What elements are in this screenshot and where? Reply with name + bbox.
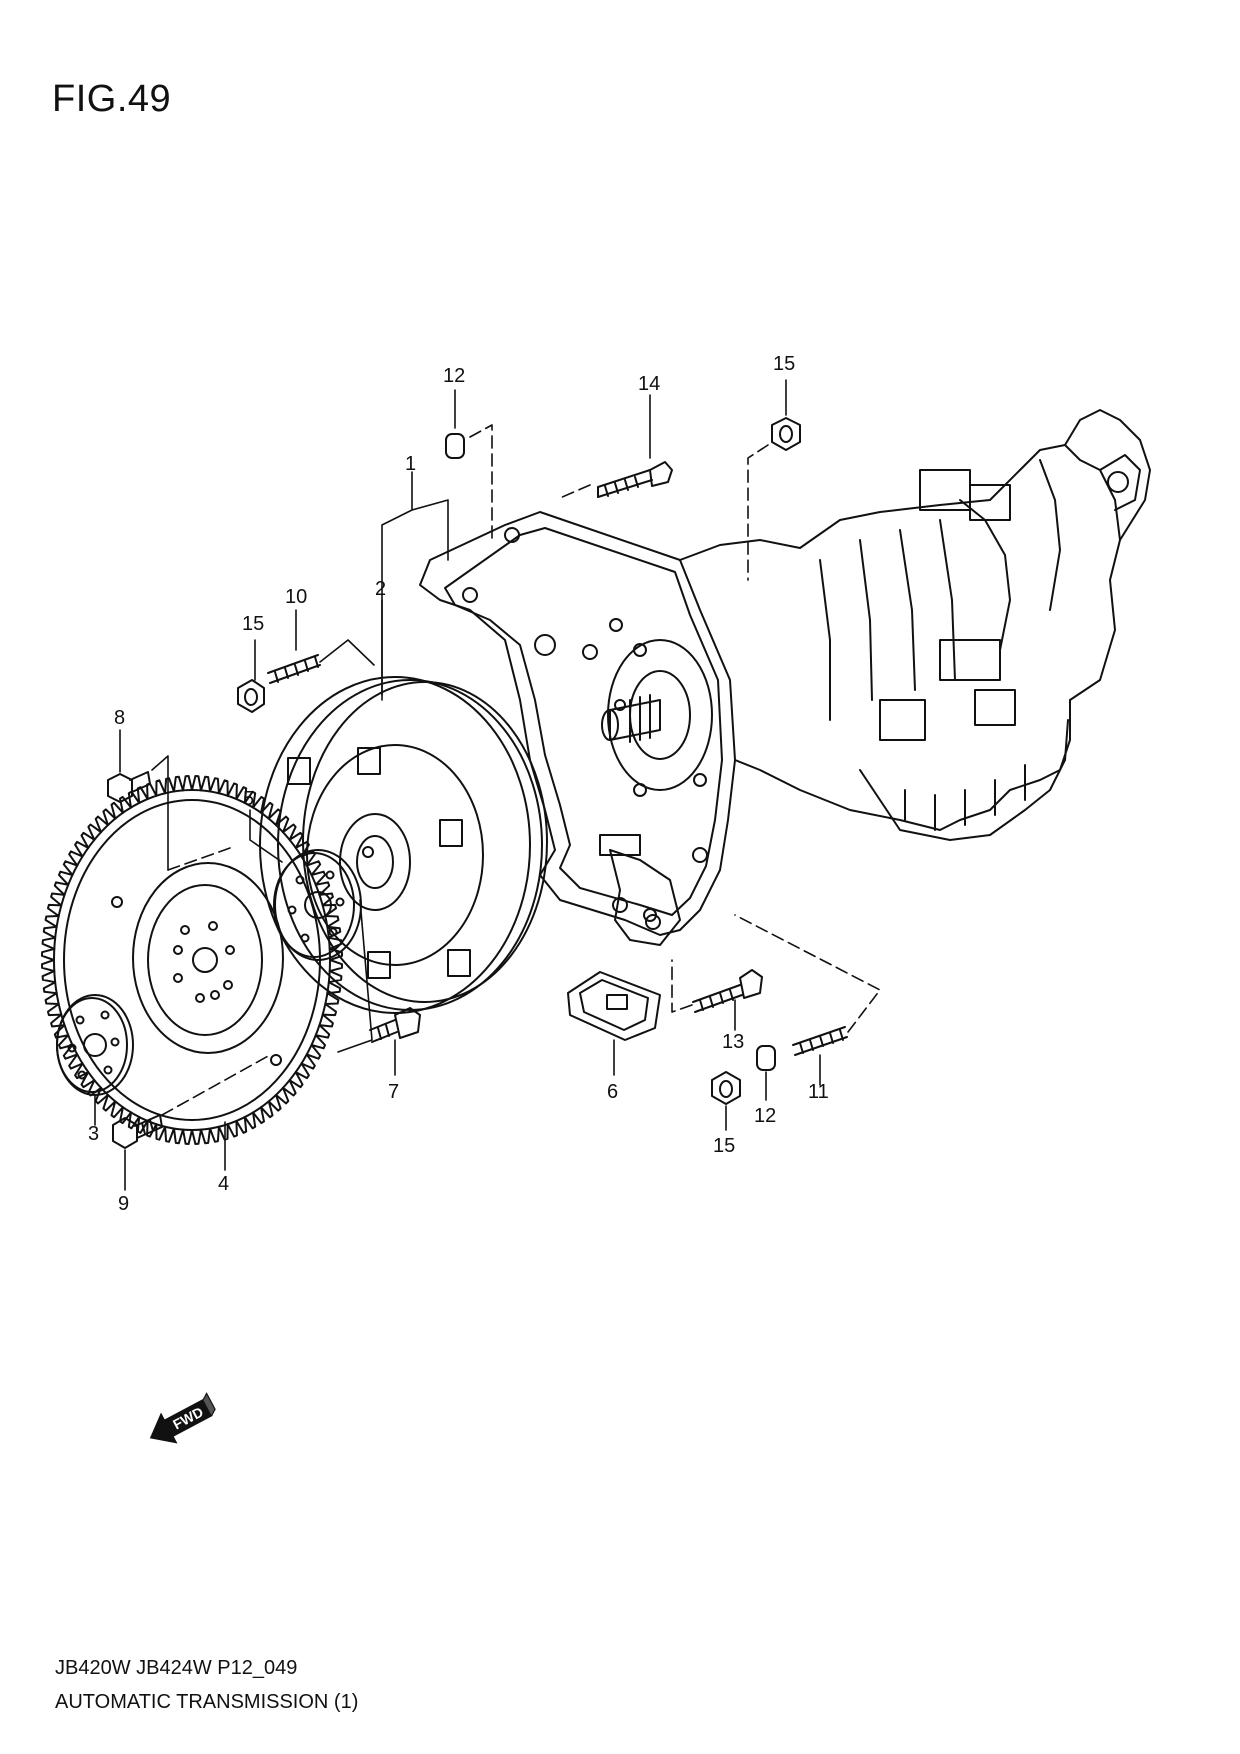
- callout-1: 1: [405, 453, 416, 475]
- callout-5: 5: [243, 788, 254, 810]
- callout-labels: 1 2 3 4 5 6 7 8 9 10 11 12 12 13 14 15 1…: [88, 353, 829, 1215]
- leader-lines: [94, 379, 881, 1191]
- transmission-case: [419, 409, 1151, 946]
- nut-upper: [771, 417, 801, 451]
- forward-arrow-icon: FWD: [149, 1392, 216, 1444]
- callout-15-upper: 15: [773, 353, 795, 375]
- footer-caption: AUTOMATIC TRANSMISSION (1): [55, 1691, 359, 1713]
- ring-gear-tooth-profile: [41, 775, 343, 1145]
- footer-models: JB420W JB424W P12_049: [55, 1657, 298, 1679]
- callout-6: 6: [607, 1081, 618, 1103]
- callout-12-lower: 12: [754, 1105, 776, 1127]
- callout-11: 11: [808, 1081, 829, 1103]
- callout-8: 8: [114, 707, 125, 729]
- bolt-8: [107, 771, 151, 803]
- bolt-9: [112, 1114, 163, 1149]
- seal-clip-6: [567, 971, 661, 1041]
- nut-lower: [711, 1071, 741, 1105]
- callout-12-upper: 12: [443, 365, 465, 387]
- callout-7: 7: [388, 1081, 399, 1103]
- bolt-upper: [597, 461, 673, 498]
- callout-2: 2: [375, 578, 386, 600]
- backing-plate: [56, 994, 134, 1096]
- bolt-13: [692, 969, 763, 1013]
- dowel-pin-upper: [445, 433, 465, 459]
- callout-4: 4: [218, 1173, 229, 1195]
- stud-left: [267, 654, 321, 684]
- callout-10: 10: [285, 586, 307, 608]
- callout-15-left: 15: [242, 613, 264, 635]
- stud-11: [792, 1026, 848, 1056]
- dowel-pin-lower: [756, 1045, 776, 1071]
- callout-9: 9: [118, 1193, 129, 1215]
- torque-converter: [259, 676, 548, 1014]
- figure-title: FIG.49: [52, 78, 172, 120]
- ring-gear-teeth: [41, 775, 343, 1145]
- callout-14: 14: [638, 373, 660, 395]
- callout-3: 3: [88, 1123, 99, 1145]
- bolt-7: [369, 1007, 421, 1043]
- nut-left: [237, 679, 265, 713]
- flywheel-ring-gear: [41, 775, 343, 1145]
- callout-15-lower: 15: [713, 1135, 735, 1157]
- callout-13: 13: [722, 1031, 744, 1053]
